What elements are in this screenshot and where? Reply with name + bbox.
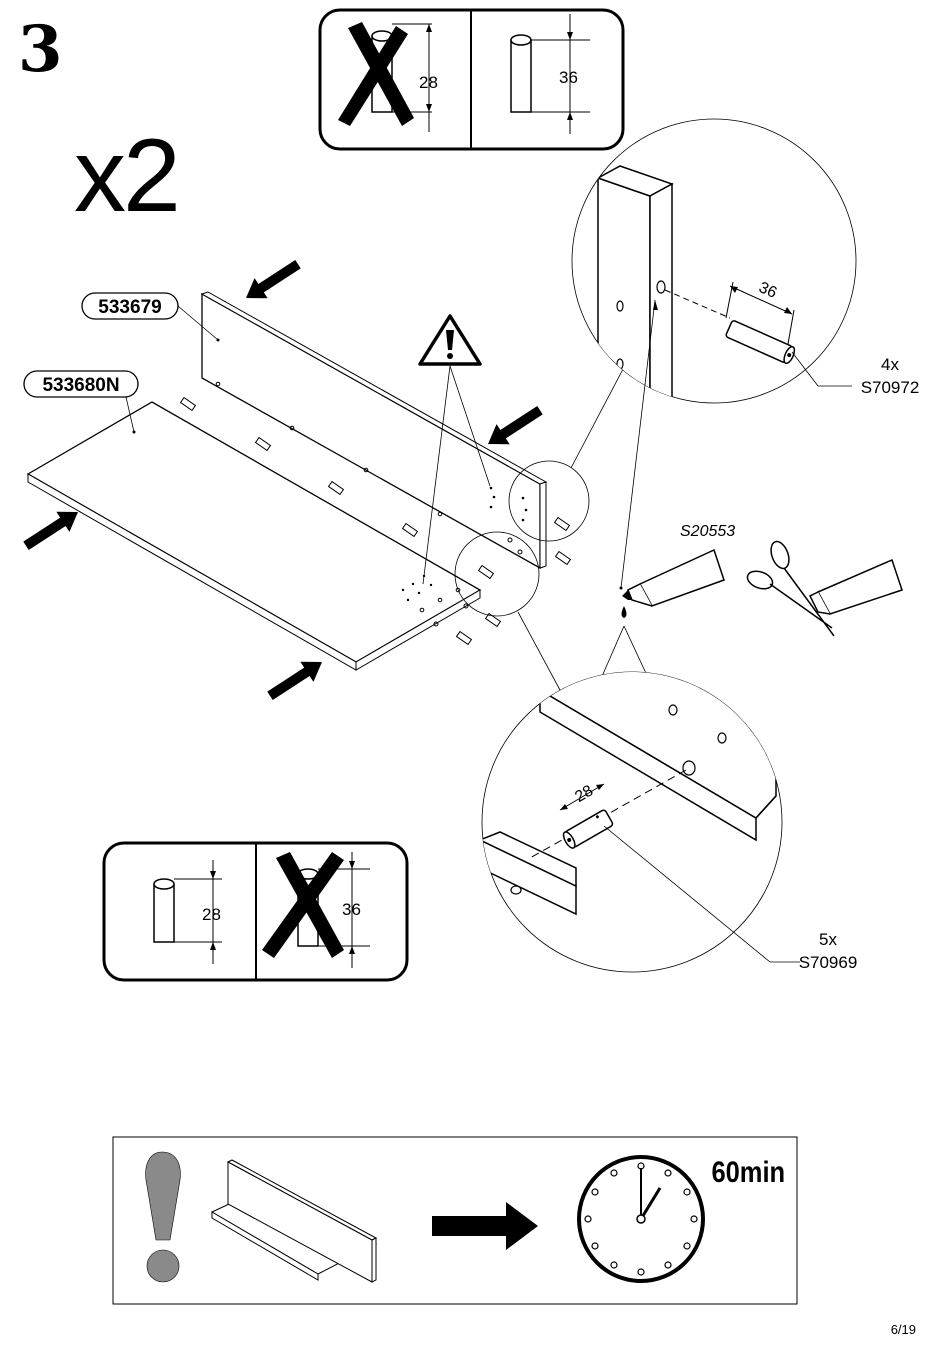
bottom-panel-533680N: [26, 401, 482, 671]
part-number: 533680N: [42, 375, 119, 396]
step-number: 3: [18, 12, 63, 87]
glue-tube-icon: S20553: [619, 523, 735, 618]
cross-out-icon: [338, 22, 414, 126]
page-number: 6/19: [890, 1322, 916, 1337]
repeat-multiplier: x2: [74, 118, 181, 234]
scissors-icon: [746, 540, 903, 637]
assembled-shelf-icon: [210, 1159, 378, 1283]
dimension-label: 28: [572, 782, 596, 806]
push-arrow-icon: [23, 260, 543, 700]
dimension-label: 28: [419, 73, 438, 92]
glue-code: S20553: [680, 523, 735, 540]
dowel-code: S70969: [799, 953, 858, 972]
dowel-quantity: 5x: [819, 930, 837, 949]
detail-callout-small-upper: [508, 460, 590, 542]
detail-circle-short-dowel: 28 5x S70969: [481, 671, 858, 973]
dimension-label: 28: [202, 905, 221, 924]
part-label-back-panel: 533679: [81, 292, 219, 341]
clock-icon: [577, 1155, 705, 1283]
dowel-length-box-top: 28 36: [318, 8, 625, 151]
warning-triangle-icon: [418, 314, 491, 585]
short-dowel-correct: 28: [153, 860, 222, 964]
detail-callout-small-lower: [454, 531, 540, 617]
cross-out-icon: [262, 852, 344, 958]
exclamation-icon: [145, 1151, 181, 1283]
detail-circle-long-dowel: 36 4x S70972: [571, 118, 920, 404]
part-number: 533679: [98, 297, 161, 318]
part-label-bottom-panel: 533680N: [23, 370, 139, 433]
dimension-label: 36: [342, 900, 361, 919]
dowels-in-place: [179, 396, 572, 646]
dimension-label: 36: [559, 68, 578, 87]
dowel-code: S70972: [861, 378, 920, 397]
dowel-quantity: 4x: [881, 355, 899, 374]
long-dowel-correct: 36: [510, 14, 590, 134]
drying-time-label: 60min: [711, 1155, 785, 1188]
dimension-label: 36: [756, 279, 779, 302]
back-panel-533679: [200, 291, 548, 570]
dowel-length-box-bottom: 28 36: [102, 841, 409, 982]
drying-time-box: 60min: [112, 1136, 798, 1305]
arrow-right-icon: [432, 1202, 538, 1250]
